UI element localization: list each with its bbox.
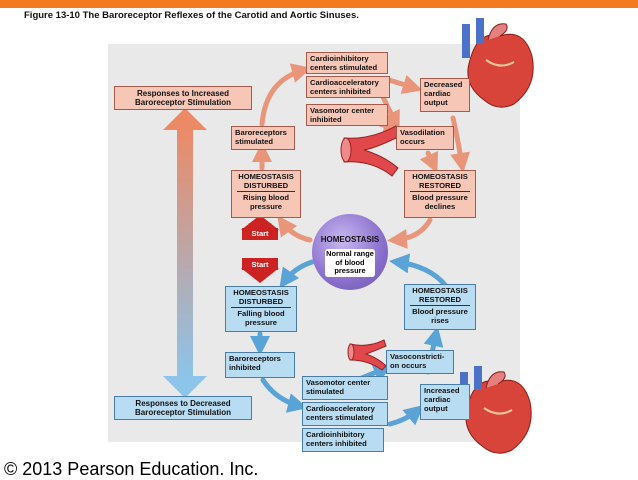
decreased-cardiac-output-box: Decreased cardiac output <box>420 78 470 112</box>
copyright-notice: © 2013 Pearson Education. Inc. <box>4 459 259 479</box>
baroreceptors-inhibited-text: Baroreceptors inhibited <box>229 354 281 372</box>
baroreceptors-stimulated-text: Baroreceptors stimulated <box>235 128 287 146</box>
restored-heading-upper: HOMEOSTASIS RESTORED <box>412 172 468 190</box>
vasodilation-text: Vasodilation occurs <box>400 128 445 146</box>
heart-illustration-top <box>462 18 534 108</box>
increased-cardiac-output-text: Increased cardiac output <box>424 386 460 413</box>
cardioacceleratory-inhibited-box: Cardioacceleratory centers inhibited <box>306 76 390 98</box>
vasomotor-stimulated-text: Vasomotor center stimulated <box>306 378 371 396</box>
cardioinhibitory-stimulated-text: Cardioinhibitory centers stimulated <box>310 54 378 72</box>
start-arrow-up <box>241 215 279 240</box>
homeostasis-restored-declines-box: HOMEOSTASIS RESTORED Blood pressure decl… <box>404 170 476 218</box>
blood-pressure-rises-text: Blood pressure rises <box>412 307 468 325</box>
vasomotor-inhibited-text: Vasomotor center inhibited <box>310 106 375 124</box>
cardioinhibitory-stimulated-box: Cardioinhibitory centers stimulated <box>306 52 388 74</box>
decreased-cardiac-output-text: Decreased cardiac output <box>424 80 463 107</box>
start-label-down: Start <box>251 260 269 269</box>
baroreceptors-inhibited-box: Baroreceptors inhibited <box>225 352 295 378</box>
homeostasis-circle: HOMEOSTASIS Normal range of blood pressu… <box>312 214 388 290</box>
vasoconstriction-box: Vasoconstricti- on occurs <box>386 350 454 374</box>
disturbed-heading-lower: HOMEOSTASIS DISTURBED <box>233 288 289 306</box>
cardioinhibitory-inhibited-box: Cardioinhibitory centers inhibited <box>302 428 384 452</box>
start-label-up: Start <box>251 229 269 238</box>
disturbed-heading-upper: HOMEOSTASIS DISTURBED <box>238 172 294 190</box>
responses-decreased-label: Responses to Decreased Baroreceptor Stim… <box>114 396 252 420</box>
homeostasis-text: Normal range of blood pressure <box>325 249 375 277</box>
baroreceptors-stimulated-box: Baroreceptors stimulated <box>231 126 295 150</box>
increased-cardiac-output-box: Increased cardiac output <box>420 384 470 420</box>
falling-blood-pressure-text: Falling blood pressure <box>237 309 285 327</box>
box-divider <box>231 307 291 308</box>
vasoconstriction-text: Vasoconstricti- on occurs <box>390 352 445 370</box>
lower-pathway-arrows <box>250 253 449 427</box>
homeostasis-title: HOMEOSTASIS <box>320 235 380 244</box>
cardioinhibitory-inhibited-text: Cardioinhibitory centers inhibited <box>306 430 367 448</box>
homeostasis-restored-rises-box: HOMEOSTASIS RESTORED Blood pressure rise… <box>404 284 476 330</box>
blood-pressure-declines-text: Blood pressure declines <box>412 193 468 211</box>
cardioacceleratory-stimulated-text: Cardioacceleratory centers stimulated <box>306 404 375 422</box>
box-divider <box>410 305 470 306</box>
upper-pathway-arrows <box>252 63 470 250</box>
constricted-vessel-illustration <box>347 339 387 371</box>
heart-illustration-bottom <box>460 366 532 454</box>
responses-increased-label: Responses to Increased Baroreceptor Stim… <box>114 86 252 110</box>
top-accent-bar <box>0 0 638 8</box>
homeostasis-disturbed-falling-box: HOMEOSTASIS DISTURBED Falling blood pres… <box>225 286 297 332</box>
vertical-gradient-arrow <box>163 108 207 398</box>
homeostasis-disturbed-rising-box: HOMEOSTASIS DISTURBED Rising blood press… <box>231 170 301 218</box>
box-divider <box>410 191 470 192</box>
vasomotor-stimulated-box: Vasomotor center stimulated <box>302 376 388 400</box>
rising-blood-pressure-text: Rising blood pressure <box>243 193 289 211</box>
vasodilation-box: Vasodilation occurs <box>396 126 454 150</box>
start-arrow-down <box>241 258 279 283</box>
cardioacceleratory-inhibited-text: Cardioacceleratory centers inhibited <box>310 78 379 96</box>
restored-heading-lower: HOMEOSTASIS RESTORED <box>412 286 468 304</box>
responses-increased-text: Responses to Increased Baroreceptor Stim… <box>134 89 231 107</box>
vasomotor-inhibited-box: Vasomotor center inhibited <box>306 104 388 126</box>
cardioacceleratory-stimulated-box: Cardioacceleratory centers stimulated <box>302 402 388 426</box>
dilated-vessel-illustration <box>340 125 401 177</box>
figure-title: Figure 13-10 The Baroreceptor Reflexes o… <box>24 10 359 21</box>
box-divider <box>237 191 295 192</box>
responses-decreased-text: Responses to Decreased Baroreceptor Stim… <box>134 399 231 417</box>
